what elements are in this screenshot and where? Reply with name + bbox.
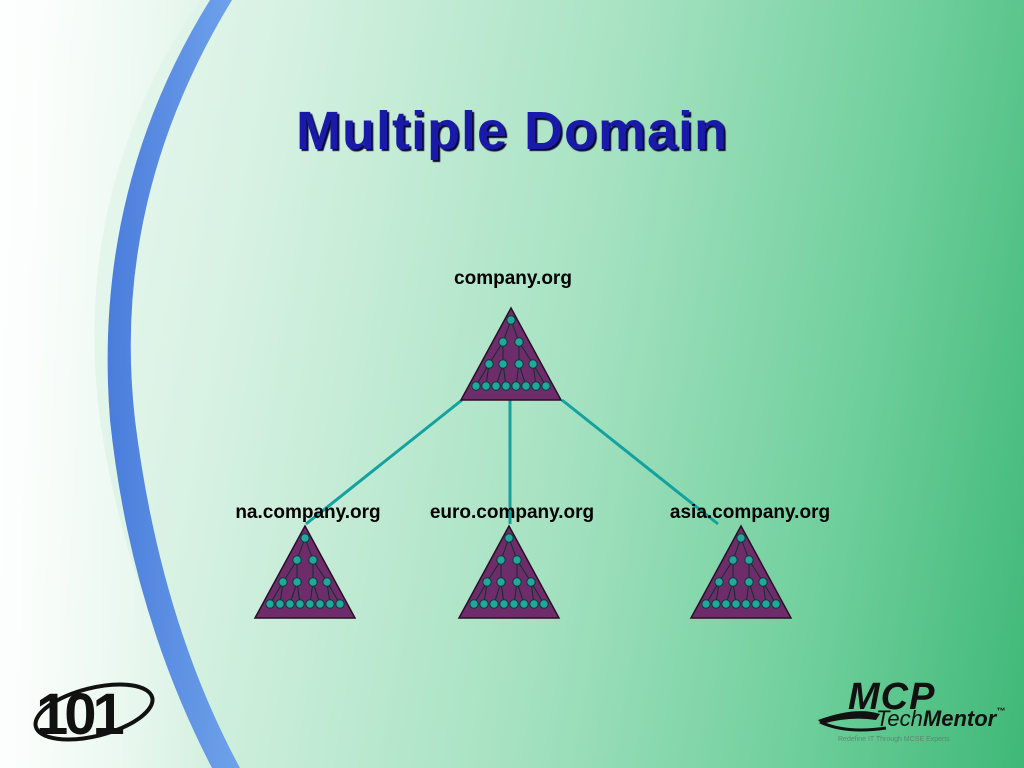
tech-text: Tech: [876, 706, 923, 731]
tree-node: [506, 315, 516, 325]
tree-node: [528, 359, 538, 369]
tree-node: [721, 599, 731, 609]
101-logo-text: 101: [36, 682, 124, 747]
tree-node: [292, 577, 302, 587]
tree-node: [481, 381, 491, 391]
tree-node: [731, 599, 741, 609]
tree-node: [771, 599, 781, 609]
tree-node: [521, 381, 531, 391]
tree-node: [711, 599, 721, 609]
root-domain-label: company.org: [454, 268, 572, 289]
tree-node: [539, 599, 549, 609]
connector-root-na: [305, 398, 463, 526]
tree-node: [471, 381, 481, 391]
tree-node: [292, 555, 302, 565]
tree-node: [511, 381, 521, 391]
tree-node: [305, 599, 315, 609]
tree-node: [469, 599, 479, 609]
connector-root-asia: [561, 398, 719, 526]
tree-node: [531, 381, 541, 391]
tree-node: [499, 599, 509, 609]
tree-node: [509, 599, 519, 609]
tree-node: [758, 577, 768, 587]
tree-node: [512, 555, 522, 565]
tree-node: [479, 599, 489, 609]
triangle-shape: [459, 306, 563, 401]
tree-node: [278, 577, 288, 587]
tree-node: [529, 599, 539, 609]
triangle-shape: [457, 524, 561, 619]
tree-node: [496, 555, 506, 565]
tree-node: [300, 533, 310, 543]
tree-node: [714, 577, 724, 587]
tree-node: [322, 577, 332, 587]
domain-tree-icon-euro: [457, 524, 561, 619]
child-domain-label-euro: euro.company.org: [430, 502, 594, 523]
tree-node: [519, 599, 529, 609]
tree-node: [751, 599, 761, 609]
domain-tree-icon-na: [253, 524, 357, 619]
triangle-shape: [253, 524, 357, 619]
tree-node: [744, 577, 754, 587]
tree-node: [744, 555, 754, 565]
child-domain-label-asia: asia.company.org: [670, 502, 830, 523]
tree-node: [728, 555, 738, 565]
tree-node: [275, 599, 285, 609]
logo-tagline: Redefine IT Through MCSE Experts: [838, 736, 950, 743]
tree-node: [761, 599, 771, 609]
triangle-shape: [689, 524, 793, 619]
tree-node: [482, 577, 492, 587]
101-logo-icon: 101: [33, 682, 155, 747]
child-domain-label-na: na.company.org: [235, 502, 380, 523]
domain-tree-icon-asia: [689, 524, 793, 619]
tree-node: [496, 577, 506, 587]
tree-node: [489, 599, 499, 609]
tree-node: [498, 337, 508, 347]
tree-node: [325, 599, 335, 609]
tree-node: [512, 577, 522, 587]
connectors: [305, 398, 719, 526]
tree-node: [541, 381, 551, 391]
mcp-techmentor-logo: MCP TechMentor™ Redefine IT Through MCSE…: [816, 676, 1005, 750]
tree-node: [484, 359, 494, 369]
tree-node: [514, 337, 524, 347]
tree-node: [308, 555, 318, 565]
trademark-text: ™: [996, 706, 1006, 716]
tree-node: [504, 533, 514, 543]
tree-node: [728, 577, 738, 587]
tree-node: [308, 577, 318, 587]
tree-node: [526, 577, 536, 587]
tree-node: [701, 599, 711, 609]
slide-title-text: Multiple Domain: [296, 101, 728, 161]
tree-node: [514, 359, 524, 369]
swoosh-icon: [818, 711, 887, 732]
tree-node: [285, 599, 295, 609]
domain-tree-icon-root: [459, 306, 563, 401]
techmentor-text: TechMentor™: [876, 706, 1005, 732]
mcp-text: MCP: [848, 676, 936, 718]
tree-node: [335, 599, 345, 609]
tree-node: [295, 599, 305, 609]
tree-node: [741, 599, 751, 609]
tree-node: [736, 533, 746, 543]
tree-node: [501, 381, 511, 391]
tree-node: [315, 599, 325, 609]
mentor-text: Mentor: [922, 706, 997, 731]
101-logo: 101: [30, 672, 160, 752]
tree-node: [491, 381, 501, 391]
tree-node: [498, 359, 508, 369]
slide-title: Multiple Domain: [0, 100, 1024, 162]
tree-node: [265, 599, 275, 609]
